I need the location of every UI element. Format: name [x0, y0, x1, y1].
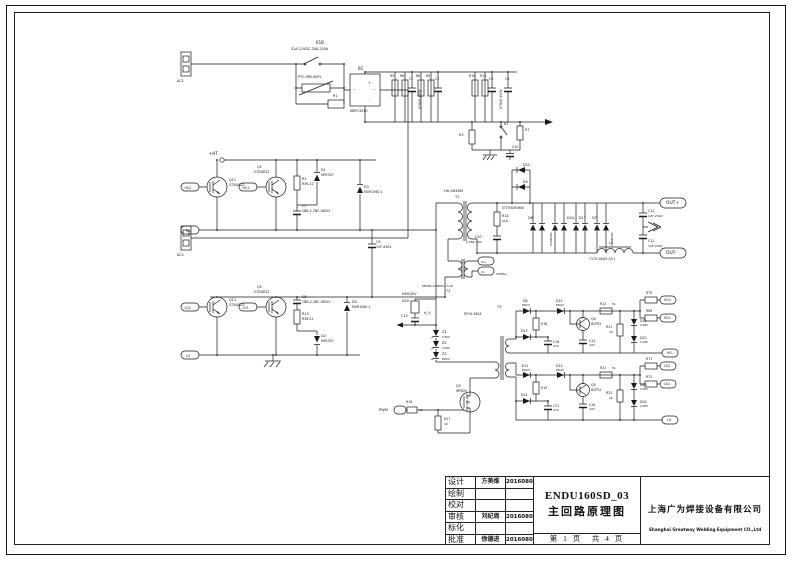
title-block-row: 校对	[446, 500, 534, 512]
connector-lg1-out	[659, 379, 677, 389]
resistor-r7	[516, 125, 524, 141]
resistor-r72	[644, 380, 658, 388]
title-block-label: 校对	[446, 500, 476, 511]
igbt-lower-section	[180, 296, 445, 368]
title-block-name: 徐德进	[476, 534, 506, 546]
resistor-r21	[616, 323, 624, 337]
resistor-r1	[327, 99, 345, 109]
resistor-r14	[493, 211, 501, 227]
connector-lg2	[180, 302, 200, 312]
main-transformer-t1	[447, 201, 478, 262]
ac-input-section	[180, 51, 409, 251]
igbt-q1	[265, 176, 287, 198]
igbt-q11	[206, 176, 228, 198]
title-block-label: 设计	[446, 477, 476, 488]
resistor-r71	[644, 362, 658, 370]
title-block-date	[506, 488, 534, 499]
resistor-r22	[599, 371, 613, 379]
igbt-q2	[265, 296, 287, 318]
relay-k1b-contact	[305, 56, 319, 64]
title-block-date	[506, 523, 534, 534]
resistor-r17	[434, 415, 442, 431]
resistor-r70	[644, 296, 658, 304]
connector-out-plus	[659, 197, 687, 209]
connector-pwm	[393, 405, 407, 415]
title-block-name	[476, 488, 506, 499]
resistor-r12	[599, 307, 613, 315]
title-block-center: ENDU160SD_03 主回路原理图 第 1 页 共 4 页	[534, 477, 641, 545]
connector-lg-out	[661, 415, 679, 425]
title-block-date: 20160808	[506, 477, 534, 488]
sheet-outer-border	[6, 5, 786, 555]
title-block-row: 绘制	[446, 488, 534, 500]
page-info: 第 1 页 共 4 页	[534, 532, 641, 545]
resistor-r69	[644, 314, 658, 322]
transistor-q4	[576, 317, 590, 331]
title-block-date	[506, 500, 534, 511]
connector-out-minus	[659, 247, 687, 259]
title-block-name: 方美维	[476, 477, 506, 488]
diode-d20	[410, 300, 420, 314]
connector-ac1	[180, 51, 192, 77]
igbt-upper-section	[180, 157, 458, 297]
connector-hg2	[180, 182, 200, 192]
title-block-label: 审核	[446, 511, 476, 522]
resistor-r2	[293, 175, 301, 191]
transistor-q5	[576, 383, 590, 397]
output-diode-bank	[532, 203, 607, 253]
title-block-label: 批准	[446, 534, 476, 546]
aux-flyback-section	[393, 230, 517, 434]
connector-hg1-out	[659, 313, 677, 323]
output-rectifier-section	[477, 167, 687, 259]
resistor-r16	[406, 406, 418, 414]
aux-secondary-2	[516, 361, 679, 425]
net-terminal-ht	[219, 157, 225, 163]
resistor-r19	[532, 381, 540, 395]
output-inductor-l2	[596, 246, 634, 254]
connector-ci-minus	[477, 266, 495, 276]
drawing-title: 主回路原理图	[548, 506, 627, 519]
junction-dots	[216, 63, 644, 421]
connector-lg1	[238, 302, 258, 312]
title-block-label: 绘制	[446, 488, 476, 499]
resistor-r3	[468, 129, 476, 145]
bridge-rectifier-b1	[349, 73, 381, 107]
connector-ac2	[180, 225, 192, 251]
company-name-cn: 上海广为焊接设备有限公司	[648, 504, 763, 514]
resistor-r23	[616, 389, 624, 403]
title-block-date: 20160808	[506, 534, 534, 546]
connector-hg	[180, 225, 200, 235]
connector-lg	[180, 350, 200, 360]
connector-ci-plus	[477, 256, 495, 266]
resistor-r13	[293, 309, 301, 325]
title-block-row: 标化	[446, 523, 534, 535]
title-block-name	[476, 500, 506, 511]
igbt-q12	[206, 296, 228, 318]
connector-lg2-out	[659, 361, 677, 371]
sheet-inner-border	[14, 12, 770, 545]
title-block-date: 20160808	[506, 511, 534, 522]
drawing-title-area: ENDU160SD_03 主回路原理图	[534, 477, 640, 533]
drawing-number: ENDU160SD_03	[544, 490, 630, 503]
connector-hg1	[238, 182, 258, 192]
title-block-label: 标化	[446, 523, 476, 534]
title-block-name: 刘纪周	[476, 511, 506, 522]
company-area: 上海广为焊接设备有限公司 Shanghai Greatway Welding E…	[640, 477, 769, 544]
connector-hg2-out	[659, 295, 677, 305]
title-block-name	[476, 523, 506, 534]
resistor-r18	[532, 317, 540, 331]
dc-bus-section	[365, 71, 553, 161]
aux-secondary-1	[516, 295, 679, 358]
ptc-thermistor	[301, 83, 331, 93]
connector-hg-out	[661, 348, 679, 358]
company-name-en: Shanghai Greatway Welding Equipment CO.,…	[648, 527, 762, 532]
current-transformer-t2	[444, 256, 495, 297]
mosfet-q3	[459, 391, 481, 413]
